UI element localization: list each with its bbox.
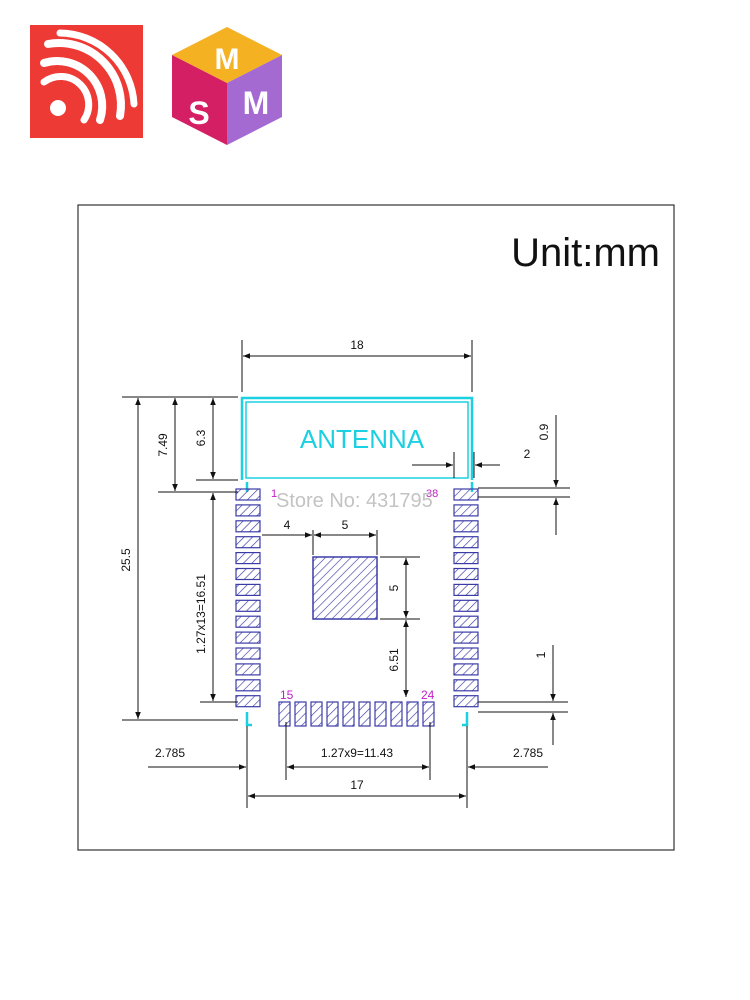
dim-left-margin: 2.785	[155, 746, 185, 760]
bottom-pad	[342, 701, 355, 727]
left-pad	[235, 599, 261, 612]
left-pad	[235, 488, 261, 501]
dim-pad-length: 2	[524, 447, 531, 461]
right-pad	[453, 615, 479, 628]
bottom-pad	[374, 701, 387, 727]
right-pad	[453, 551, 479, 565]
right-pad	[453, 520, 479, 533]
dim-ground-to-bottom: 6.51	[387, 648, 401, 672]
left-pad	[235, 631, 261, 644]
bottom-pad	[422, 701, 435, 727]
dimension-lines	[122, 340, 570, 808]
left-pad	[235, 551, 261, 565]
dim-bottom-pitch: 1.27x9=11.43	[321, 746, 394, 760]
bottom-pad	[326, 701, 339, 727]
cube-letter-top: M	[215, 43, 240, 76]
dim-ground-width: 5	[342, 518, 349, 532]
dim-top-width: 18	[350, 338, 364, 352]
dim-bottom-gap: 1	[534, 651, 548, 658]
dim-edge-gap: 0.9	[537, 423, 551, 440]
right-pad	[453, 567, 479, 581]
left-pad	[235, 583, 261, 597]
pin-label-15: 15	[280, 688, 294, 702]
cube-letter-right: M	[243, 85, 270, 121]
bottom-pad	[358, 701, 371, 727]
right-pad	[453, 504, 479, 517]
left-pad	[235, 536, 261, 549]
left-pad	[235, 663, 261, 676]
ground-pad	[312, 556, 378, 620]
espressif-logo	[30, 25, 143, 138]
right-pad	[453, 679, 479, 692]
right-pad	[453, 695, 479, 708]
dimension-labels: 18 25.5 7.49 6.3 1.27x13=16.51 0.9 2 4 5…	[119, 338, 551, 792]
antenna-label: ANTENNA	[300, 424, 425, 454]
bottom-pad	[294, 701, 307, 727]
store-watermark: Store No: 431795	[276, 490, 433, 512]
left-pad	[235, 567, 261, 581]
dim-ground-height: 5	[387, 584, 401, 591]
dim-ground-offset: 4	[284, 518, 291, 532]
left-pad	[235, 679, 261, 692]
right-pad	[453, 647, 479, 660]
right-pad	[453, 583, 479, 597]
right-pad	[453, 488, 479, 501]
dim-right-margin: 2.785	[513, 746, 543, 760]
antenna-area	[245, 401, 469, 479]
dim-left-pitch: 1.27x13=16.51	[194, 574, 208, 654]
dim-antenna-to-pin1: 7.49	[156, 433, 170, 457]
right-pad	[453, 599, 479, 612]
unit-label: Unit:mm	[511, 231, 660, 275]
pin-label-38: 38	[426, 488, 438, 500]
cube-letter-left: S	[188, 95, 209, 131]
right-pad-column	[453, 488, 479, 708]
left-pad	[235, 647, 261, 660]
pin-label-1: 1	[271, 488, 277, 500]
bottom-pad	[278, 701, 291, 727]
left-pad	[235, 695, 261, 708]
left-pad-column	[235, 488, 261, 708]
bottom-pad	[406, 701, 419, 727]
left-pad	[235, 520, 261, 533]
right-pad	[453, 536, 479, 549]
bottom-pad	[390, 701, 403, 727]
pin-label-24: 24	[421, 688, 435, 702]
right-pad	[453, 631, 479, 644]
dim-antenna-height: 6.3	[194, 429, 208, 446]
dim-bottom-width: 17	[350, 778, 364, 792]
diagram-frame	[77, 204, 675, 851]
smm-cube-logo: M S M	[172, 27, 282, 145]
left-pad	[235, 615, 261, 628]
left-pad	[235, 504, 261, 517]
right-pad	[453, 663, 479, 676]
dim-total-height: 25.5	[119, 548, 133, 572]
bottom-pad	[310, 701, 323, 727]
bottom-pad-row	[278, 701, 435, 727]
